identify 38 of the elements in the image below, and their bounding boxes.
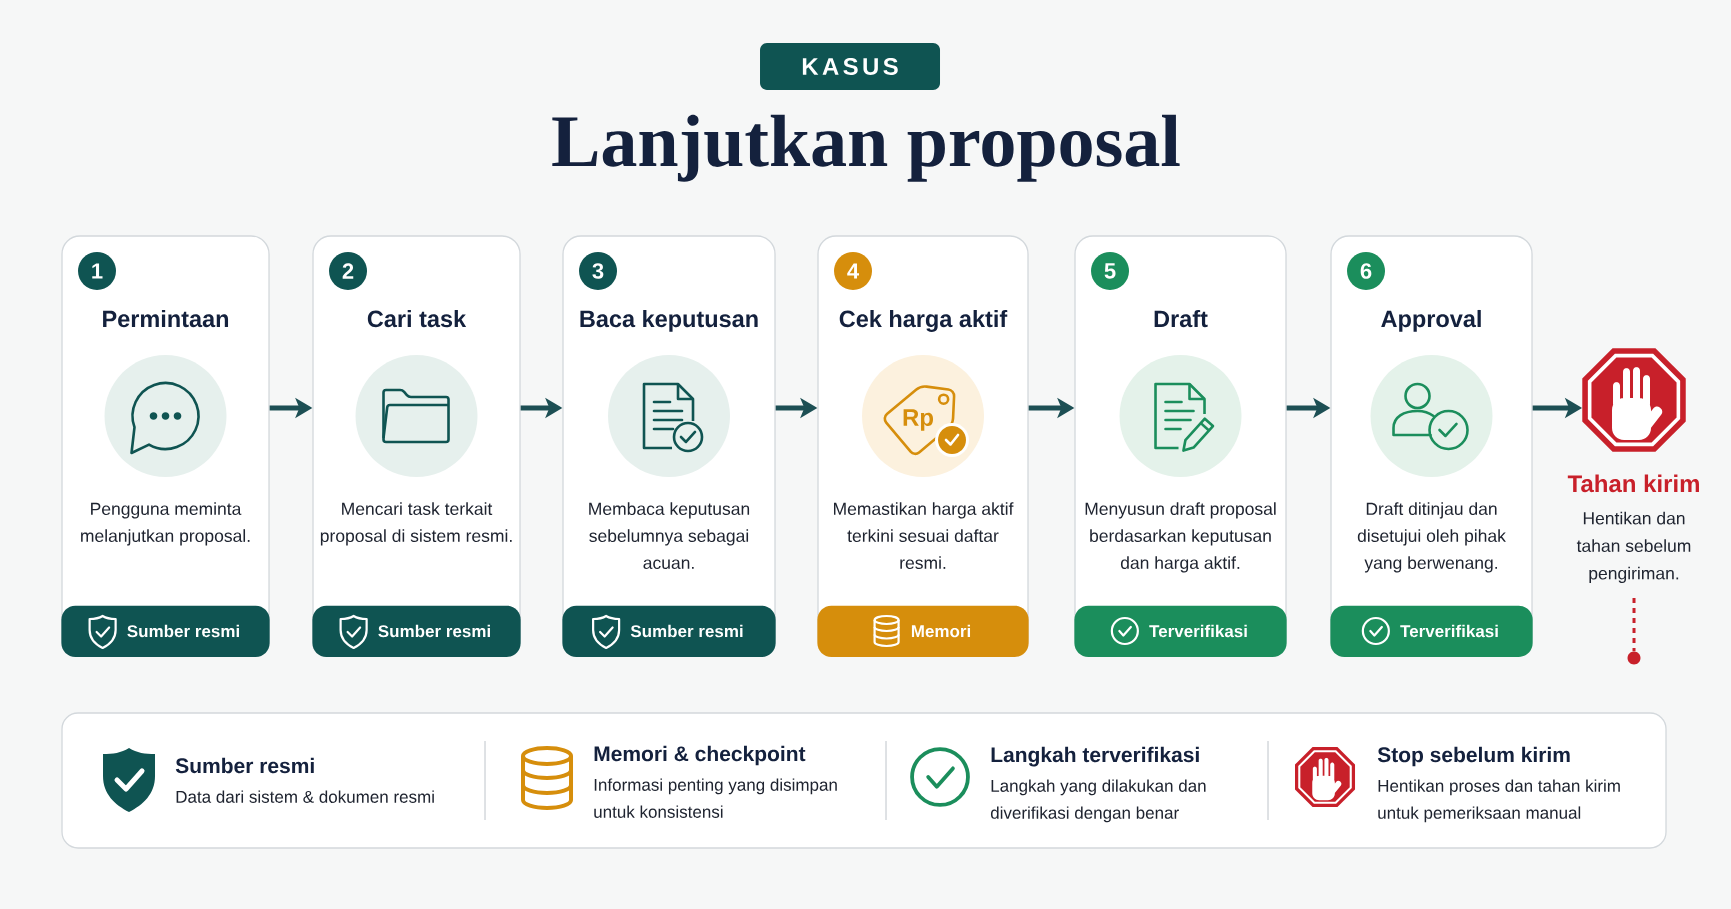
step-description: Mencari task terkait proposal di sistem resmi.	[320, 502, 512, 546]
step-description: Pengguna meminta melanjutkan proposal.	[81, 502, 250, 546]
dotted-line	[1632, 598, 1636, 652]
step-description: Memastikan harga aktif terkini sesuai daftar resmi.	[834, 502, 1014, 570]
step-number: 5	[1091, 252, 1129, 290]
step-number: 2	[329, 252, 367, 290]
step-heading: Permintaan	[103, 309, 229, 328]
status-band: Memori	[817, 605, 1029, 657]
legend-description: Langkah yang dilakukan dan diverifikasi dengan benar	[990, 779, 1206, 823]
legend-title: Sumber resmi	[175, 757, 314, 774]
step-number: 6	[1347, 252, 1385, 290]
step-heading: Cek harga aktif	[839, 309, 1008, 332]
status-band: Terverifikasi	[1074, 605, 1287, 657]
category-badge: KASUS	[760, 43, 940, 90]
step-heading: Draft	[1154, 309, 1208, 328]
step-heading: Approval	[1381, 309, 1481, 332]
stop-description: Hentikan dan tahan sebelum pengiriman.	[1576, 511, 1691, 583]
stop-heading: Tahan kirim	[1567, 474, 1699, 493]
step-number: 4	[834, 252, 872, 290]
legend-title: Memori & checkpoint	[594, 745, 806, 766]
status-band: Sumber resmi	[61, 605, 270, 657]
step-heading: Baca keputusan	[580, 309, 758, 332]
legend-title: Langkah terverifikasi	[991, 746, 1199, 767]
status-band: Sumber resmi	[562, 605, 776, 657]
legend-description: Hentikan proses dan tahan kirim untuk pemeriksaan manual	[1378, 779, 1620, 823]
status-band: Terverifikasi	[1330, 605, 1533, 657]
step-heading: Cari task	[367, 309, 467, 328]
step-description: Membaca keputusan sebelumnya sebagai acuan.	[589, 502, 750, 570]
step-description: Draft ditinjau dan disetujui oleh pihak yang berwenang.	[1357, 502, 1506, 573]
legend-description: Informasi penting yang disimpan untuk konsistensi	[594, 778, 837, 818]
status-band: Sumber resmi	[312, 605, 521, 657]
legend-title: Stop sebelum kirim	[1377, 746, 1570, 767]
step-number: 3	[579, 252, 617, 290]
currency-symbol: Rp	[903, 409, 933, 431]
diagram-title: Lanjutkan proposal	[552, 114, 1180, 182]
step-number: 1	[78, 252, 116, 290]
step-description: Menyusun draft proposal berdasarkan keputusan dan harga aktif.	[1085, 502, 1276, 573]
legend-description: Data dari sistem & dokumen resmi	[176, 790, 434, 803]
